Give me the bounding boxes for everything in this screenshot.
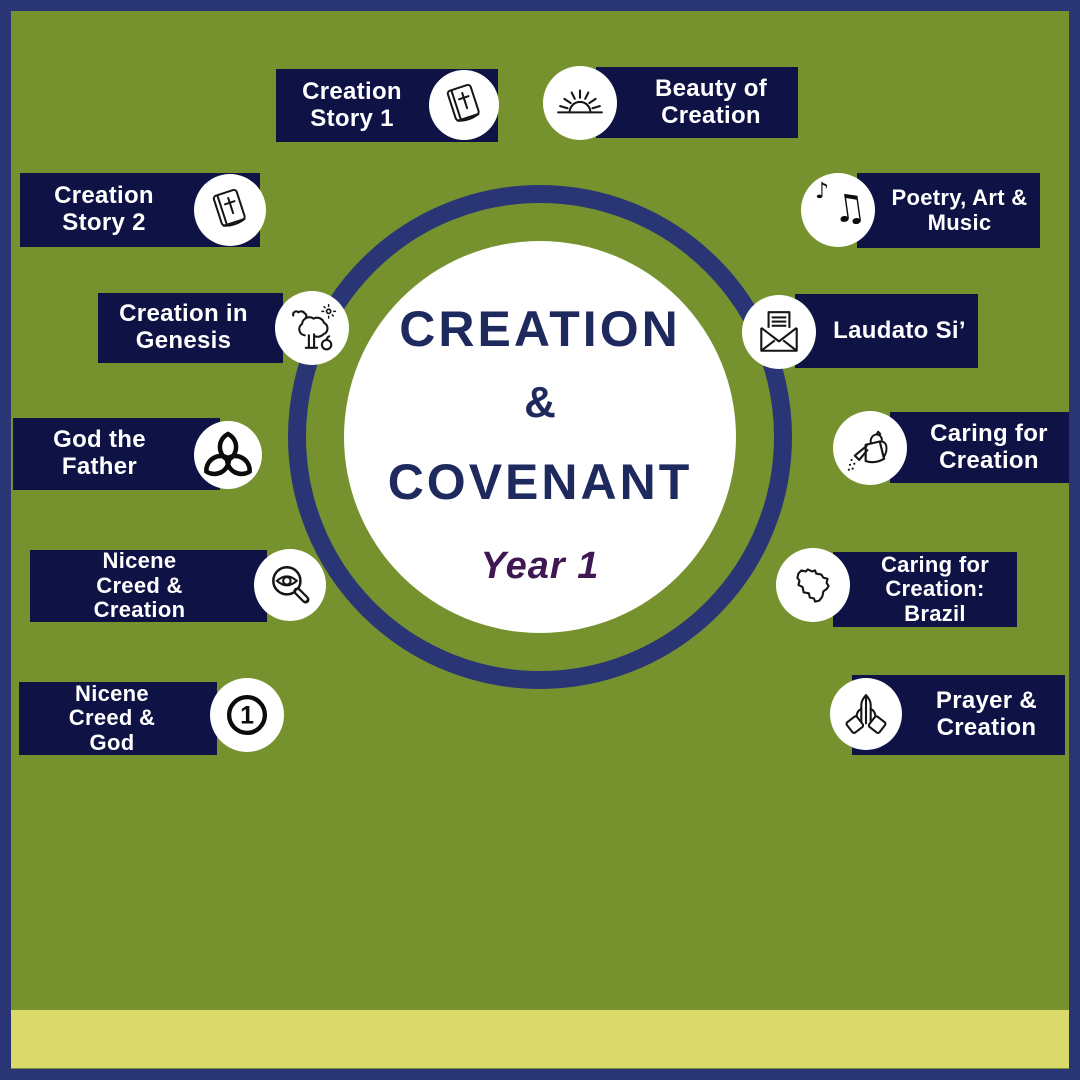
topic-label: Beauty of Creation: [654, 74, 768, 129]
center-circle: [344, 241, 736, 633]
watering-can-icon: [833, 411, 907, 485]
music-note-small: ♪: [815, 179, 830, 204]
topic-bar: Beauty of Creation: [596, 67, 798, 138]
topic-bar: Nicene Creed & Creation: [30, 548, 267, 623]
sunrise-icon: [543, 66, 617, 140]
topic-bar: Caring for Creation: Brazil: [833, 552, 1017, 627]
number-one-glyph: 1: [240, 702, 254, 730]
bottom-accent-strip: [0, 1010, 1080, 1068]
topic-label: Caring for Creation: Brazil: [880, 551, 990, 626]
envelope-letter-icon: [742, 295, 816, 369]
topic-label: God the Father: [53, 426, 146, 480]
topic-label: Laudato Si’: [833, 316, 966, 344]
eye-magnifier-icon: [254, 549, 326, 621]
topic-bar: Caring for Creation: [890, 412, 1070, 483]
topic-label: Nicene Creed & God: [68, 680, 156, 755]
topic-bar: Laudato Si’: [795, 294, 978, 368]
music-notes-icon: ♪ ♫: [801, 173, 875, 247]
praying-hands-icon: [830, 678, 902, 750]
title-line-2: COVENANT: [387, 454, 693, 510]
title-ampersand: &: [524, 378, 556, 427]
topic-label: Creation in Genesis: [119, 300, 248, 354]
topic-label: Nicene Creed & Creation: [93, 548, 186, 623]
music-note-beamed: ♫: [829, 183, 869, 233]
topic-bar: Nicene Creed & God: [19, 680, 217, 755]
topic-label: Poetry, Art & Music: [891, 184, 1028, 235]
brazil-map-icon: [776, 548, 850, 622]
trinity-knot-icon: [194, 421, 262, 489]
topic-bar: Creation in Genesis: [98, 293, 283, 363]
number-one-icon: 1: [210, 678, 284, 752]
year-label: Year 1: [480, 545, 600, 587]
title-line-1: CREATION: [399, 301, 681, 357]
topic-label: Prayer & Creation: [935, 687, 1038, 741]
tree-icon: [275, 291, 349, 365]
topic-bar: Poetry, Art & Music: [857, 173, 1040, 248]
topic-bar: God the Father: [13, 418, 220, 490]
topic-label: Creation Story 1: [302, 77, 402, 132]
topic-label: Creation Story 2: [54, 182, 154, 236]
bible-icon: [194, 174, 266, 246]
topic-label: Caring for Creation: [930, 419, 1048, 474]
bible-icon: [429, 70, 499, 140]
